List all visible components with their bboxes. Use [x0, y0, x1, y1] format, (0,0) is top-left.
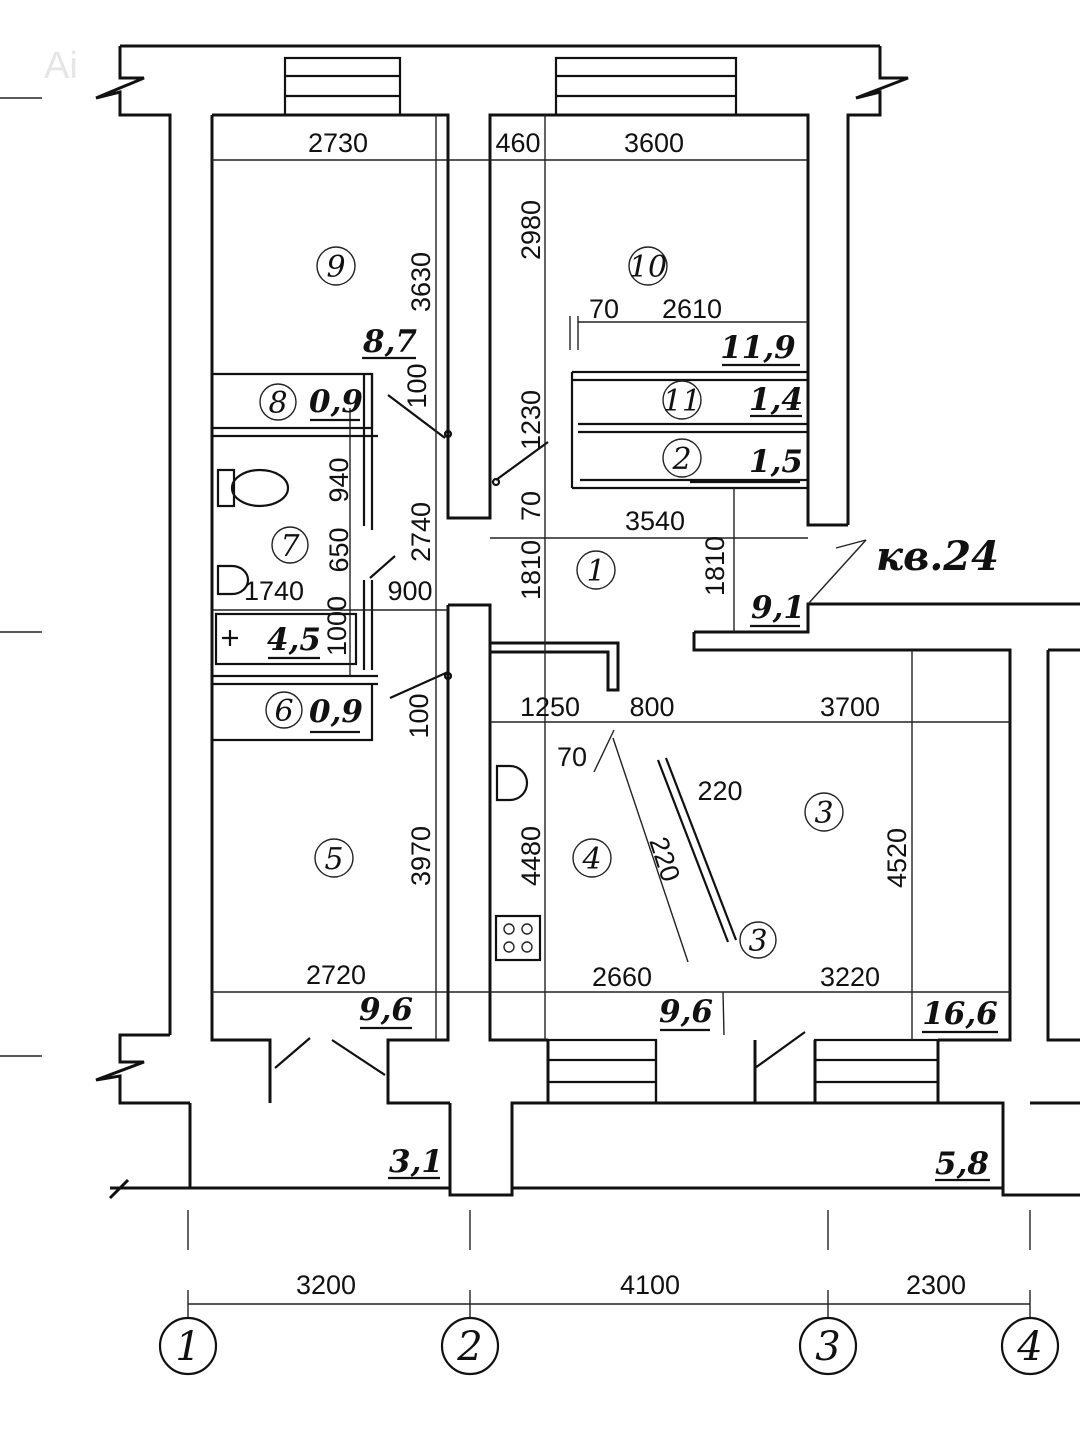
svg-text:3540: 3540: [625, 506, 685, 536]
room-9-number: 9: [316, 246, 356, 286]
svg-text:940: 940: [324, 457, 354, 502]
svg-text:4: 4: [581, 842, 601, 877]
axis-marker-1: 1: [158, 1316, 218, 1376]
svg-text:10: 10: [629, 250, 667, 285]
axis-spacing-3-4: 2300: [906, 1270, 966, 1300]
svg-text:2720: 2720: [306, 960, 366, 990]
svg-text:8: 8: [268, 386, 287, 421]
room-11-number: 11: [662, 380, 702, 420]
room-3-number: 3: [804, 792, 844, 832]
room-4-number: 4: [572, 838, 612, 878]
room-8-number: 8: [259, 383, 297, 421]
svg-text:3220: 3220: [820, 962, 880, 992]
svg-text:70: 70: [516, 491, 546, 521]
room-11-area: 1,4: [749, 382, 803, 418]
room-9-area: 8,7: [362, 324, 417, 360]
svg-text:650: 650: [324, 527, 354, 572]
svg-text:7: 7: [280, 529, 300, 564]
room-8-area: 0,9: [309, 384, 363, 420]
svg-text:3700: 3700: [820, 692, 880, 722]
axis-grid: 3200 4100 2300 1 2 3 4: [158, 1270, 1060, 1376]
svg-text:4520: 4520: [882, 828, 912, 888]
svg-text:1: 1: [586, 554, 605, 589]
svg-text:4480: 4480: [516, 826, 546, 886]
svg-text:1: 1: [175, 1324, 200, 1370]
svg-text:2: 2: [671, 442, 691, 477]
room-1-area: 9,1: [751, 590, 805, 626]
svg-text:4: 4: [1016, 1324, 1042, 1370]
svg-text:1810: 1810: [516, 540, 546, 600]
svg-text:2: 2: [456, 1324, 482, 1370]
apartment-label: кв.24: [876, 533, 999, 580]
axis-spacing-1-2: 3200: [296, 1270, 356, 1300]
svg-text:900: 900: [387, 576, 432, 606]
sink-icon: [216, 564, 250, 596]
svg-text:1230: 1230: [516, 390, 546, 450]
room-3-area: 16,6: [922, 996, 998, 1032]
svg-text:100: 100: [404, 693, 434, 738]
svg-text:2660: 2660: [592, 962, 652, 992]
room-10-area: 11,9: [720, 330, 796, 366]
dimension-lines: [187, 115, 1031, 1318]
room-5-number: 5: [314, 838, 354, 878]
windows: [283, 56, 940, 1105]
axis-spacing-2-3: 4100: [620, 1270, 680, 1300]
room-2-area: 1,5: [749, 444, 803, 480]
room-areas: 9,1 1,5 16,6 9,6 9,6 0,9 4,5 0,9 8,7 11,…: [267, 324, 998, 1182]
svg-text:3: 3: [814, 796, 833, 831]
side-ticks: [0, 97, 42, 1057]
svg-text:220: 220: [643, 833, 685, 885]
svg-text:1740: 1740: [244, 576, 304, 606]
room-7-number: 7: [271, 526, 309, 564]
svg-text:1810: 1810: [700, 536, 730, 596]
bathtub-icon: [214, 612, 358, 666]
toilet-icon: [216, 468, 290, 508]
watermark: Ai: [44, 45, 78, 87]
svg-text:2610: 2610: [662, 294, 722, 324]
balcony-1-area: 3,1: [389, 1144, 443, 1180]
svg-text:70: 70: [557, 742, 587, 772]
axis-marker-2: 2: [440, 1316, 500, 1376]
area-underlines: [268, 356, 998, 1182]
svg-text:3600: 3600: [624, 128, 684, 158]
balcony-2-area: 5,8: [935, 1146, 989, 1182]
svg-text:3630: 3630: [406, 252, 436, 312]
svg-text:100: 100: [402, 363, 432, 408]
room-2-number: 2: [662, 438, 702, 478]
fixtures: [214, 468, 542, 962]
svg-text:70: 70: [589, 294, 619, 324]
outer-walls: [95, 44, 1080, 1200]
svg-text:3970: 3970: [406, 826, 436, 886]
axis-marker-3: 3: [798, 1316, 858, 1376]
dimension-texts: 2730 460 3600 70 2610 3540 1740 900 1250…: [244, 128, 912, 992]
svg-text:1250: 1250: [520, 692, 580, 722]
stove-icon: [494, 914, 542, 962]
svg-text:3: 3: [815, 1324, 840, 1370]
svg-text:2730: 2730: [308, 128, 368, 158]
svg-text:460: 460: [495, 128, 540, 158]
room-1-number: 1: [576, 550, 616, 590]
svg-text:3: 3: [748, 924, 767, 959]
room-4-area: 9,6: [659, 994, 713, 1030]
svg-text:220: 220: [697, 776, 742, 806]
svg-text:1000: 1000: [322, 596, 352, 656]
svg-text:6: 6: [274, 694, 293, 729]
svg-text:800: 800: [629, 692, 674, 722]
svg-text:11: 11: [663, 384, 701, 419]
room-6-number: 6: [265, 691, 303, 729]
room-10-number: 10: [628, 246, 668, 286]
svg-text:5: 5: [324, 842, 343, 877]
axis-marker-4: 4: [1000, 1316, 1060, 1376]
room-5-area: 9,6: [359, 992, 413, 1028]
room-numbers: 1 2 3 4 5 6 7 8: [259, 246, 844, 959]
partitions: [212, 370, 808, 1076]
room-6-area: 0,9: [309, 694, 363, 730]
door-marker-3: 3: [739, 921, 777, 959]
room-7-area: 4,5: [267, 622, 321, 658]
svg-text:9: 9: [326, 250, 345, 285]
kitchen-sink-icon: [495, 764, 529, 802]
svg-text:2740: 2740: [406, 502, 436, 562]
svg-text:2980: 2980: [516, 200, 546, 260]
